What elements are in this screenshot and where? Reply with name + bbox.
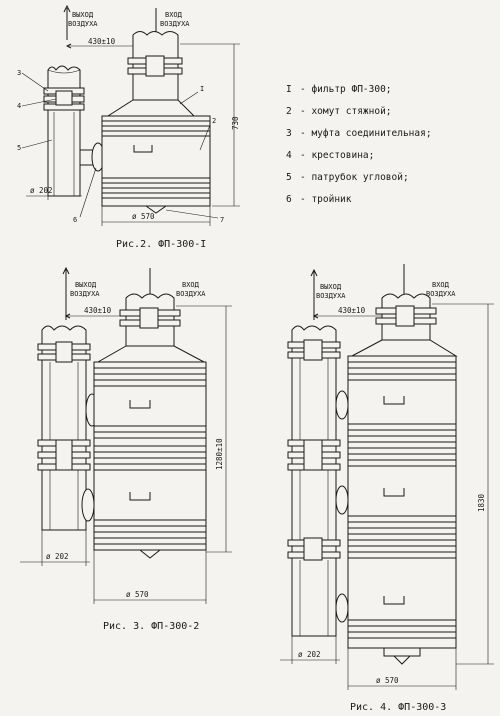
air-outlet-label-line1-fig3: ВЫХОД [320,283,342,291]
caption-fig3: Рис. 4. ФП-300-3 [350,702,446,713]
legend-num-4: 4 [286,150,292,161]
dim-430-fig3: 430±10 [338,306,366,315]
air-outlet-label-line2-fig3: ВОЗДУХА [316,292,346,300]
air-outlet-label-line2: ВОЗДУХА [68,20,98,28]
filter-body-middle-fig3 [347,441,457,535]
elbow-pipe-fig2 [41,325,87,531]
dim-730: 730 [231,116,240,130]
air-outlet-label-line1: ВЫХОД [72,11,94,19]
caption-fig1: Рис.2. ФП-300-I [116,239,206,250]
air-inlet-label-line2-fig2: ВОЗДУХА [176,290,206,298]
air-inlet-label-line2: ВОЗДУХА [160,20,190,28]
air-inlet-label-line2-fig3: ВОЗДУХА [426,290,456,298]
air-inlet-label-line1-fig2: ВХОД [182,281,200,289]
dim-202-fig3: ø 202 [298,650,321,659]
callout-1: I [200,85,204,93]
legend-text-6: - тройник [300,194,352,205]
dim-570-fig1: ø 570 [132,212,155,221]
dim-430-fig2: 430±10 [84,306,112,315]
dim-1280: 1280±10 [215,438,224,470]
air-inlet-label-line1-fig3: ВХОД [432,281,450,289]
legend-num-3: 3 [286,128,292,139]
callout-5: 5 [17,144,21,152]
air-outlet-label-line2-fig2: ВОЗДУХА [70,290,100,298]
caption-fig2: Рис. 3. ФП-300-2 [103,621,199,632]
dim-202-fig2: ø 202 [46,552,69,561]
filter-body-lower-fig3 [347,533,457,649]
callout-7: 7 [220,216,224,224]
legend-num-1: I [286,84,292,95]
legend-num-6: 6 [286,194,292,205]
callout-4: 4 [17,102,21,110]
callout-6: 6 [73,216,77,224]
figure-fp300-2: ВЫХОД ВОЗДУХА ВХОД ВОЗДУХА 430±10 [20,266,232,632]
legend-text-5: - патрубок угловой; [300,172,409,183]
elbow-pipe-fig3 [291,325,337,637]
callout-2: 2 [212,117,216,125]
dim-430-fig1: 430±10 [88,37,116,46]
legend-text-4: - крестовина; [300,150,374,161]
legend-text-3: - муфта соединительная; [300,128,432,139]
legend: I - фильтр ФП-300; 2 - хомут стяжной; 3 … [286,84,432,205]
air-inlet-label-line1: ВХОД [165,11,183,19]
dim-202-fig1: ø 202 [30,186,53,195]
legend-num-5: 5 [286,172,292,183]
figure-fp300-3: ВЫХОД ВОЗДУХА ВХОД ВОЗДУХА 430±10 [280,264,494,713]
dim-570-fig2: ø 570 [126,590,149,599]
dim-570-fig3: ø 570 [376,676,399,685]
legend-text-1: - фильтр ФП-300; [300,84,392,95]
elbow-pipe-fig1 [47,65,81,197]
figure-fp300-1: ВЫХОД ВОЗДУХА ВХОД ВОЗДУХА 430±10 3 4 5 … [17,4,240,250]
callout-3: 3 [17,69,21,77]
dim-1830: 1830 [477,493,486,512]
legend-num-2: 2 [286,106,292,117]
air-outlet-label-line1-fig2: ВЫХОД [75,281,97,289]
filter-body-upper-fig3 [347,355,457,443]
legend-text-2: - хомут стяжной; [300,106,392,117]
